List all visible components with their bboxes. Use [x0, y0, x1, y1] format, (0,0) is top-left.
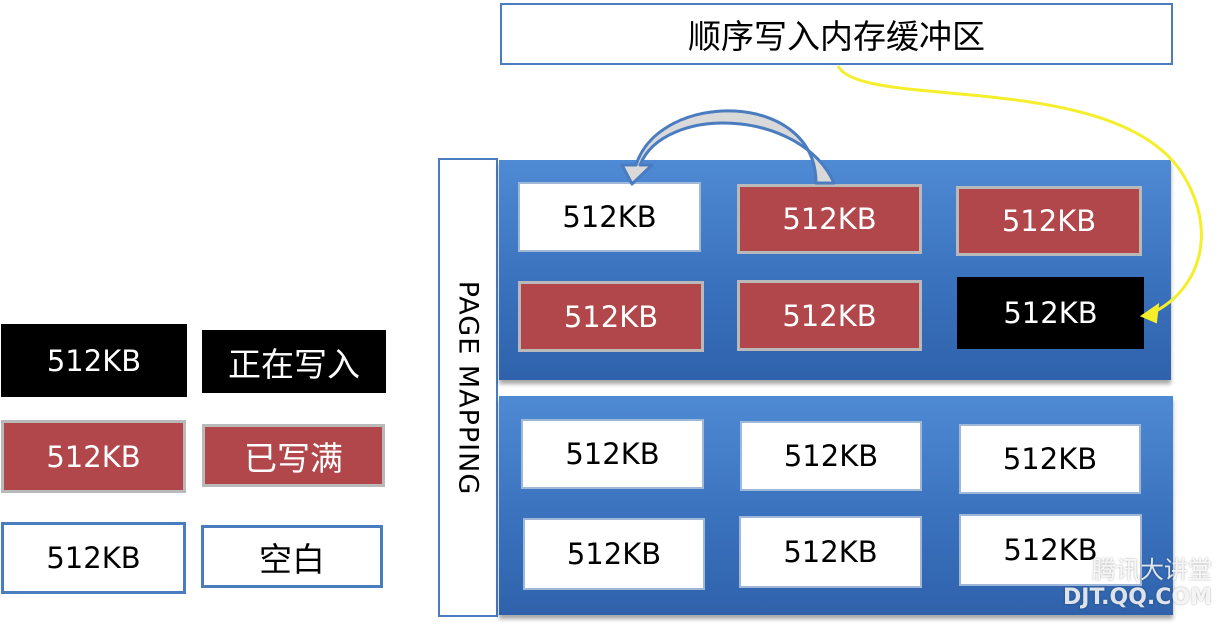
block-label: 512KB: [783, 535, 878, 569]
bottom-block-r2-c1: 512KB: [523, 518, 705, 590]
top-block-r2-c3-writing: 512KB: [957, 277, 1144, 349]
legend-full-block: 512KB: [1, 420, 186, 493]
watermark-line1: 腾讯大讲堂: [1092, 556, 1212, 584]
block-label: 512KB: [565, 437, 660, 471]
watermark-line2: DJT.QQ.COM: [1063, 585, 1212, 610]
block-label: 512KB: [1002, 442, 1098, 476]
bottom-block-r1-c3: 512KB: [959, 424, 1141, 494]
top-block-r2-c2: 512KB: [737, 280, 922, 351]
block-label: 512KB: [782, 298, 877, 333]
page-mapping-label: PAGE MAPPING: [452, 280, 484, 495]
legend-empty-meaning-label: 空白: [259, 539, 325, 579]
buffer-header-box: 顺序写入内存缓冲区: [500, 3, 1173, 65]
page-mapping-bar: PAGE MAPPING: [438, 158, 498, 617]
bottom-block-r1-c1: 512KB: [521, 419, 704, 489]
top-block-r1-c2: 512KB: [737, 184, 922, 254]
block-label: 512KB: [1003, 533, 1098, 567]
top-block-r1-c3: 512KB: [956, 186, 1142, 256]
legend-full-meaning: 已写满: [202, 424, 385, 487]
block-label: 512KB: [563, 299, 659, 334]
block-label: 512KB: [782, 202, 877, 236]
top-block-r2-c1: 512KB: [518, 281, 704, 352]
legend-empty-meaning: 空白: [201, 525, 383, 588]
block-label: 512KB: [562, 200, 657, 234]
legend-full-meaning-label: 已写满: [244, 438, 343, 478]
block-label: 512KB: [1003, 296, 1098, 330]
bottom-block-r2-c3: 512KB: [959, 514, 1142, 586]
legend-empty-block: 512KB: [1, 522, 186, 594]
block-label: 512KB: [1001, 204, 1097, 238]
watermark-logo: 腾讯大讲堂 DJT.QQ.COM: [1052, 556, 1212, 620]
legend-writing-meaning: 正在写入: [202, 330, 386, 393]
block-label: 512KB: [566, 537, 662, 571]
legend-empty-block-label: 512KB: [46, 541, 141, 575]
block-label: 512KB: [783, 439, 879, 473]
bottom-block-r1-c2: 512KB: [740, 421, 922, 491]
buffer-header-label: 顺序写入内存缓冲区: [688, 17, 985, 56]
legend-writing-block-label: 512KB: [46, 343, 142, 378]
bottom-block-r2-c2: 512KB: [739, 516, 922, 588]
legend-writing-meaning-label: 正在写入: [228, 344, 360, 384]
legend-writing-block: 512KB: [1, 324, 187, 397]
top-block-r1-c1: 512KB: [518, 182, 701, 252]
legend-full-block-label: 512KB: [46, 439, 141, 474]
